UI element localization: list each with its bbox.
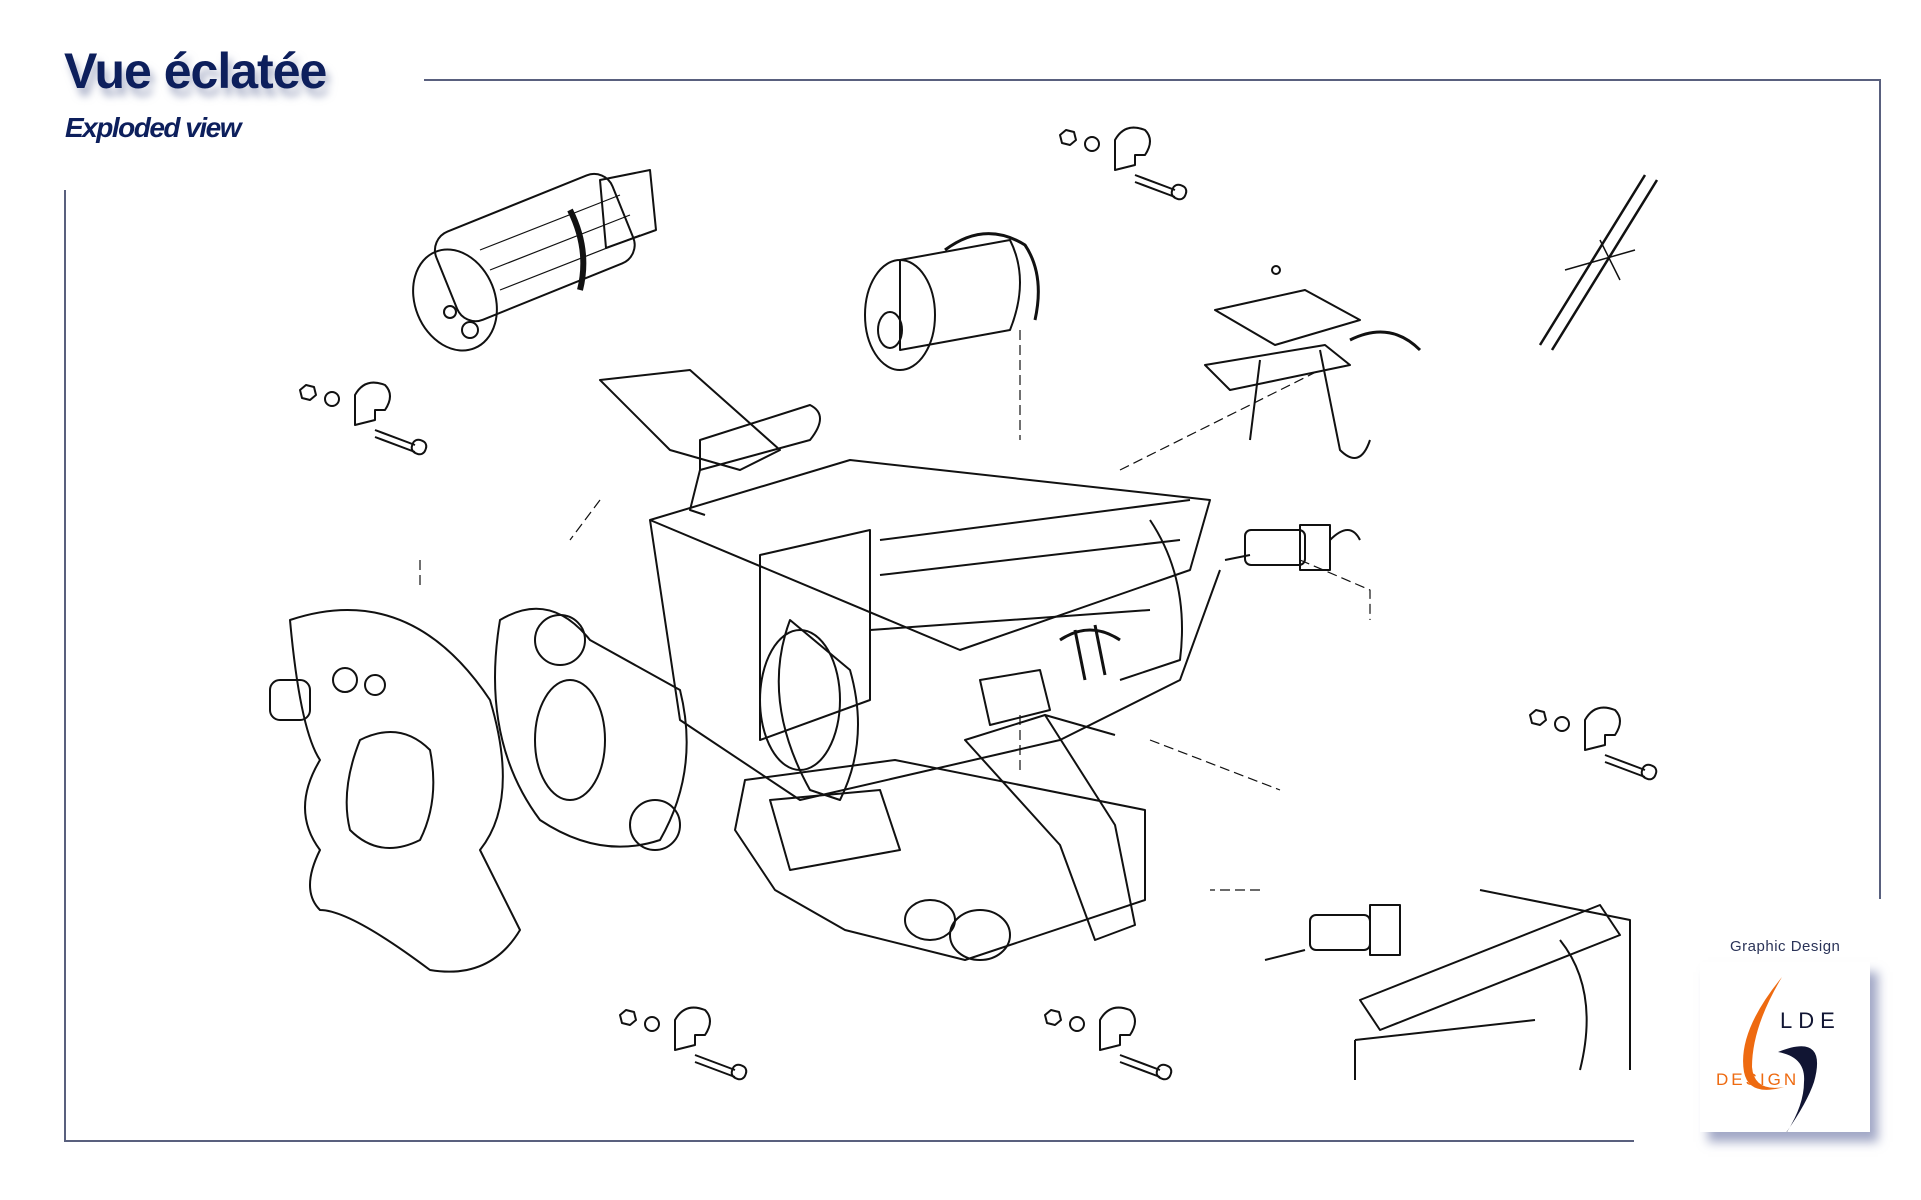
- logo-word-text: DESIGN: [1716, 1070, 1800, 1089]
- logo-swoosh-icon: [1743, 977, 1818, 1162]
- frame-right-line: [1879, 79, 1881, 899]
- page-subtitle: Exploded view: [65, 112, 242, 143]
- frame-left-line: [64, 190, 66, 1141]
- logo-mark-text: LDE: [1780, 1008, 1841, 1033]
- bell-housing: [494, 607, 688, 851]
- pedal-arm: [964, 714, 1136, 941]
- arm-bracket: [599, 369, 821, 516]
- frame-top-line: [424, 79, 1881, 81]
- frame-bottom-line: [64, 1140, 1634, 1142]
- steering-rod: [1538, 174, 1659, 351]
- detail-inset: [1264, 889, 1631, 1080]
- cylinder-canister: [864, 232, 1040, 371]
- end-plate-disc: [269, 609, 521, 973]
- fastener-set: [1529, 706, 1658, 781]
- gearbox-housing: [734, 759, 1146, 961]
- ldc-design-logo: [1700, 962, 1870, 1162]
- switch-unit: [1224, 524, 1361, 571]
- starter-motor: [412, 169, 657, 352]
- fastener-sets: [299, 126, 1658, 1081]
- fastener-set: [299, 381, 428, 456]
- fastener-set: [1044, 1006, 1173, 1081]
- pedal-box-assembly: [1204, 265, 1422, 459]
- fastener-set: [619, 1006, 748, 1081]
- page-title: Vue éclatée: [64, 43, 327, 99]
- dashed-leader-lines: [419, 330, 1371, 891]
- graphic-design-caption: Graphic Design: [1730, 938, 1841, 955]
- fastener-set: [1059, 126, 1188, 201]
- chassis-main: [649, 459, 1221, 801]
